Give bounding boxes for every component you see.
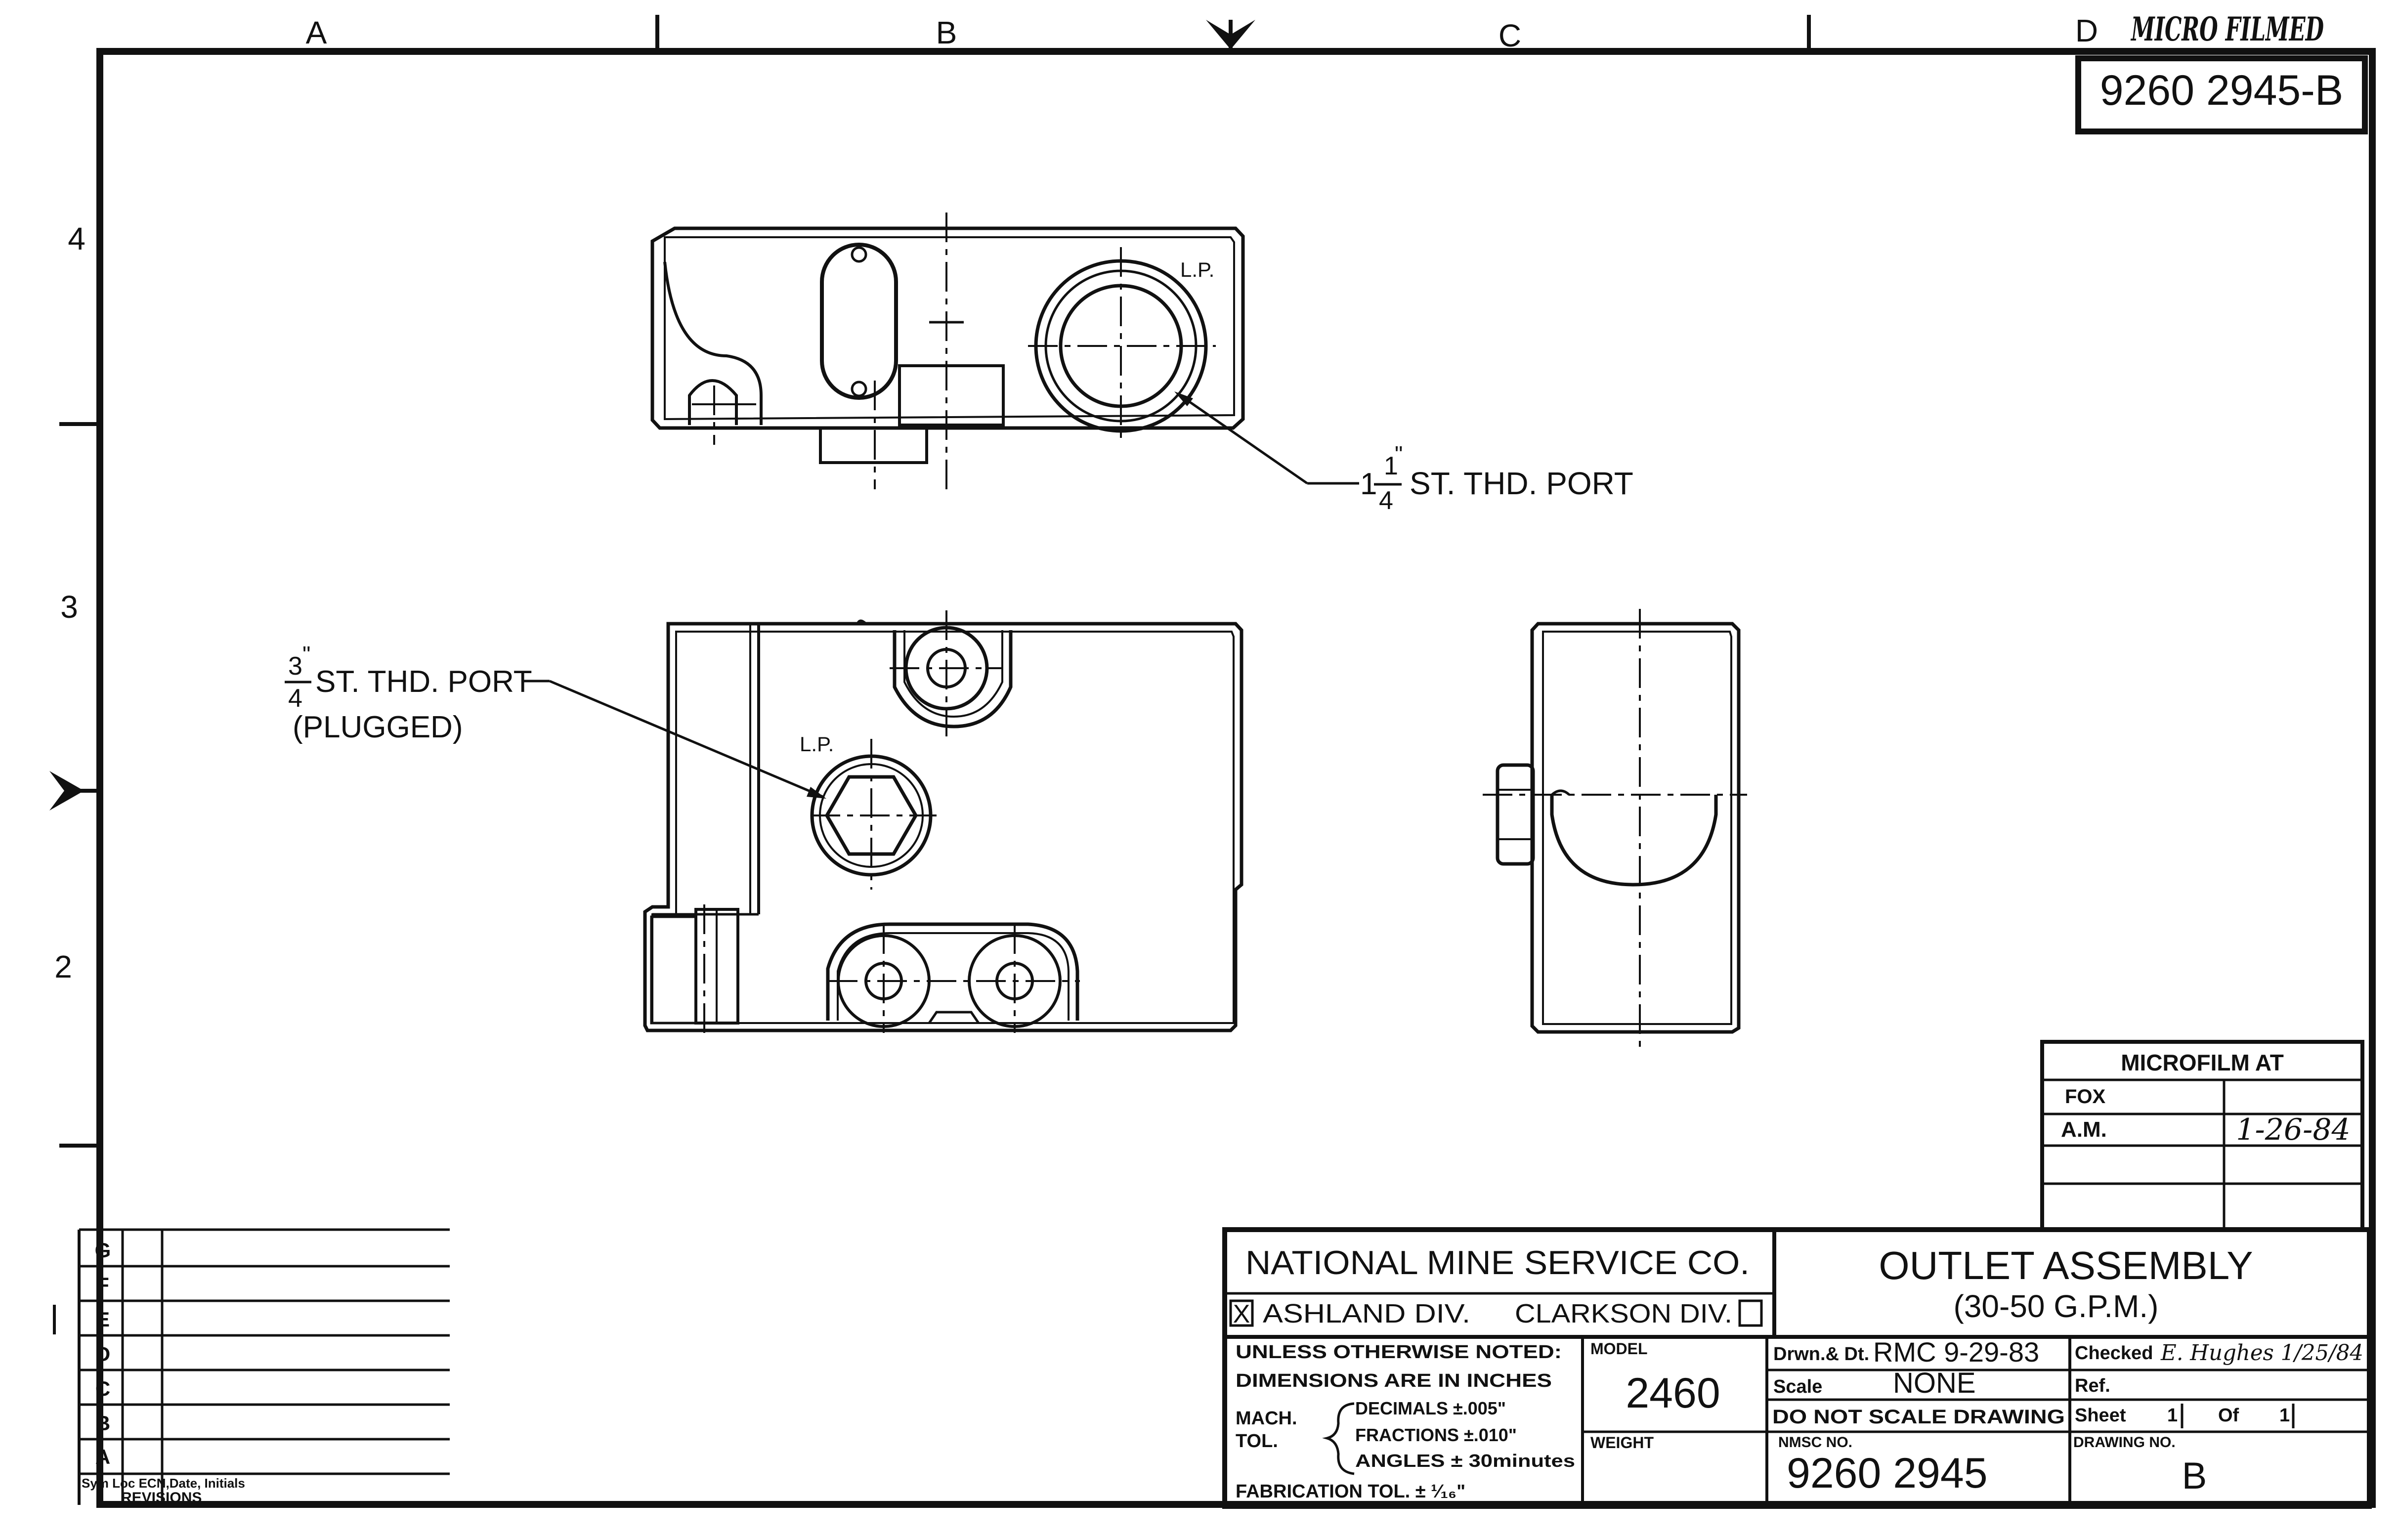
lp-label-top: L.P. — [1180, 258, 1214, 281]
front-view — [643, 610, 1243, 1033]
drawing-no-label: DRAWING NO. — [2073, 1434, 2176, 1451]
microfilm-row2-value: 1-26-84 — [2236, 1112, 2350, 1147]
large-port-callout: 1 1 " 4 ST. THD. PORT — [1360, 441, 1633, 515]
zone-col-a: A — [306, 15, 327, 50]
large-port-denominator: 4 — [1379, 486, 1393, 515]
scale-value: NONE — [1893, 1367, 1976, 1399]
small-port-callout: 3 " 4 ST. THD. PORT (PLUGGED) — [285, 642, 532, 744]
sheet-value: 1 — [2167, 1405, 2178, 1426]
small-port-arrow-icon — [807, 787, 826, 799]
microfilm-row1-label: FOX — [2065, 1086, 2106, 1108]
model-label: MODEL — [1590, 1340, 1648, 1358]
revision-letter-e: E — [96, 1308, 110, 1331]
revision-letter-d: D — [95, 1342, 110, 1366]
scale-label: Scale — [1773, 1376, 1822, 1397]
checked-label: Checked — [2075, 1343, 2153, 1364]
ref-label: Ref. — [2075, 1375, 2110, 1396]
notes-line-2: DIMENSIONS ARE IN INCHES — [1236, 1370, 1552, 1391]
do-not-scale-note: DO NOT SCALE DRAWING — [1772, 1406, 2065, 1428]
revision-letter-a: A — [95, 1445, 110, 1468]
drawn-label: Drwn.& Dt. — [1773, 1344, 1869, 1365]
ashland-checkbox-mark: X — [1233, 1300, 1250, 1328]
nmsc-number: 9260 2945 — [1787, 1450, 1988, 1497]
drawing-subtitle: (30-50 G.P.M.) — [1954, 1288, 2159, 1324]
revision-letter-c: C — [95, 1377, 110, 1400]
top-view — [650, 213, 1245, 489]
division-ashland: ASHLAND DIV. — [1263, 1299, 1470, 1328]
side-view — [1483, 609, 1747, 1047]
fabrication-tolerance: FABRICATION TOL. ± ¹⁄₁₆" — [1236, 1481, 1465, 1502]
small-port-leader — [523, 680, 823, 798]
drawn-value: RMC 9-29-83 — [1873, 1336, 2039, 1368]
zone-row-3: 3 — [60, 589, 78, 625]
tol-fractions: FRACTIONS ±.010" — [1355, 1425, 1517, 1445]
checked-signature: E. Hughes 1/25/84 — [2160, 1340, 2363, 1366]
zone-col-b: B — [936, 15, 957, 50]
microfilm-box: MICROFILM AT FOX A.M. 1-26-84 — [2040, 1040, 2364, 1232]
drawing-no-value: B — [2182, 1455, 2207, 1497]
revision-letter-g: G — [95, 1239, 111, 1262]
small-port-inch-mark: " — [302, 642, 310, 667]
drawing-ref-box: 9260 2945-B — [2075, 55, 2368, 134]
microfilm-title: MICROFILM AT — [2121, 1050, 2284, 1075]
revisions-block: G F E D C B A Sym Loc ECN,Date, Initials… — [78, 1228, 450, 1506]
mach-label: MACH. — [1236, 1408, 1297, 1429]
zone-labels: A B C D 4 3 2 — [54, 13, 2098, 984]
zone-col-c: C — [1499, 18, 1521, 53]
small-port-denominator: 4 — [288, 684, 302, 713]
division-clarkson: CLARKSON DIV. — [1515, 1299, 1732, 1328]
microfilm-row2-label: A.M. — [2061, 1117, 2107, 1142]
drawing-ref-number: 9260 2945-B — [2100, 67, 2344, 114]
tol-label: TOL. — [1236, 1431, 1278, 1452]
company-name: NATIONAL MINE SERVICE CO. — [1245, 1244, 1750, 1282]
zone-row-4: 4 — [68, 221, 86, 257]
tol-decimals: DECIMALS ±.005" — [1355, 1398, 1506, 1418]
zone-col-d: D — [2075, 13, 2098, 48]
model-value: 2460 — [1626, 1369, 1720, 1417]
tol-angles: ANGLES ± 30minutes — [1355, 1451, 1575, 1471]
title-block: NATIONAL MINE SERVICE CO. X ASHLAND DIV.… — [1222, 1227, 2372, 1509]
sheet-label: Sheet — [2075, 1405, 2126, 1426]
tolerance-brace-icon — [1322, 1402, 1355, 1475]
drawing-title: OUTLET ASSEMBLY — [1879, 1243, 2253, 1287]
revision-letter-f: F — [96, 1273, 109, 1296]
small-port-text: ST. THD. PORT — [315, 665, 532, 699]
revisions-title: REVISIONS — [121, 1490, 202, 1506]
nmsc-label: NMSC NO. — [1778, 1434, 1852, 1451]
lp-label-front: L.P. — [800, 732, 834, 756]
small-port-numerator: 3 — [288, 652, 302, 681]
large-port-text: ST. THD. PORT — [1410, 466, 1633, 501]
large-port-arrow-icon — [1174, 391, 1193, 406]
micro-filmed-stamp: MICRO FILMED — [2131, 10, 2324, 48]
of-value: 1 — [2279, 1405, 2290, 1426]
revision-letter-b: B — [95, 1412, 110, 1435]
notes-line-1: UNLESS OTHERWISE NOTED: — [1236, 1342, 1562, 1363]
large-port-numerator: 1 — [1384, 452, 1398, 480]
small-port-note: (PLUGGED) — [293, 710, 463, 744]
large-port-leader — [1179, 394, 1359, 485]
zone-row-2: 2 — [54, 949, 72, 984]
weight-label: WEIGHT — [1590, 1434, 1654, 1452]
large-port-inch-mark: " — [1395, 441, 1403, 467]
revision-column-headers: Sym Loc ECN,Date, Initials — [82, 1476, 245, 1491]
of-label: Of — [2218, 1405, 2239, 1426]
